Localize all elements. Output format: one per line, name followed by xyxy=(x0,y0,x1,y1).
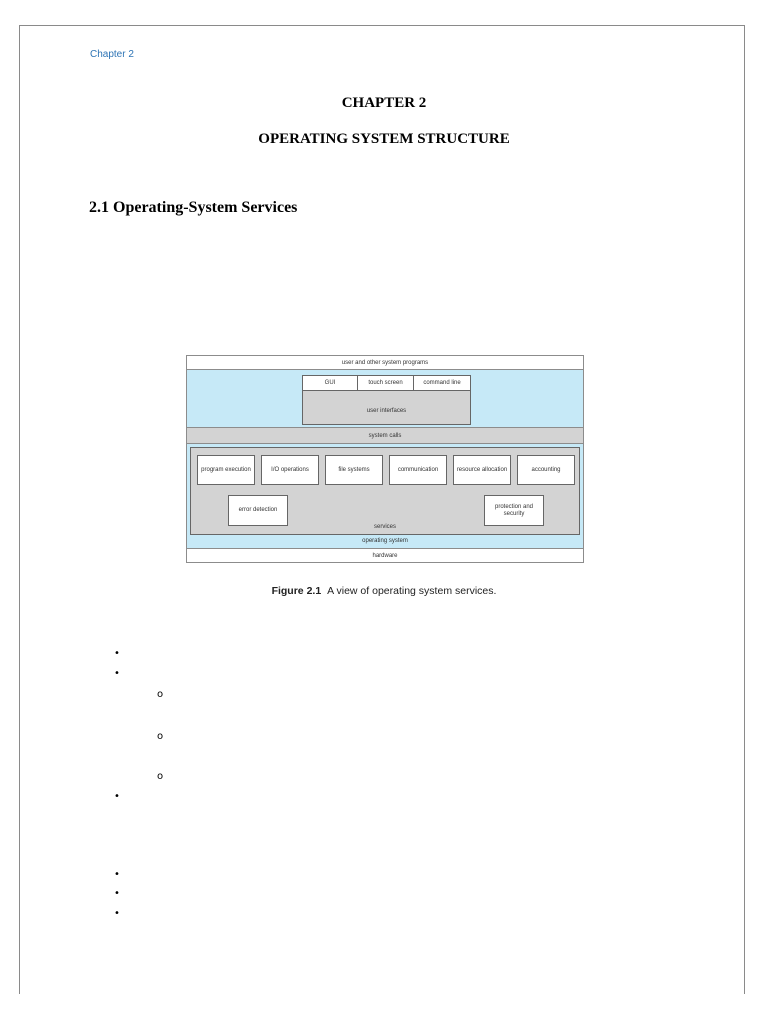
caption-text: A view of operating system services. xyxy=(327,585,497,597)
list-item: • xyxy=(114,648,120,659)
caption-number: Figure 2.1 xyxy=(271,585,322,597)
chapter-title: OPERATING SYSTEM STRUCTURE xyxy=(258,131,510,147)
hardware-band: hardware xyxy=(186,548,584,563)
user-programs-label: user and other system programs xyxy=(341,359,429,366)
hardware-label: hardware xyxy=(372,552,398,559)
ui-gui-box: GUI xyxy=(302,375,358,391)
user-programs-band: user and other system programs xyxy=(186,355,584,370)
system-calls-band: system calls xyxy=(186,427,584,444)
sub-list-item: o xyxy=(157,689,164,700)
list-item: • xyxy=(114,668,120,679)
running-header: Chapter 2 xyxy=(90,49,134,60)
list-item: • xyxy=(114,908,120,919)
list-item: • xyxy=(114,888,120,899)
page-frame xyxy=(19,25,745,994)
list-item: • xyxy=(114,791,120,802)
services-label: services xyxy=(373,524,396,531)
service-accounting: accounting xyxy=(517,455,575,485)
figure-caption: Figure 2.1 A view of operating system ser… xyxy=(0,585,768,597)
service-file-systems: file systems xyxy=(325,455,383,485)
os-label-band: operating system xyxy=(186,535,584,547)
service-error-detection: error detection xyxy=(228,495,288,526)
ui-command-line-box: command line xyxy=(413,375,471,391)
sub-list-item: o xyxy=(157,771,164,782)
services-box: services xyxy=(190,447,580,535)
figure-os-services: user and other system programs user inte… xyxy=(186,355,586,563)
sub-list-item: o xyxy=(157,731,164,742)
service-io-operations: I/O operations xyxy=(261,455,319,485)
ui-touch-screen-box: touch screen xyxy=(357,375,414,391)
service-resource-allocation: resource allocation xyxy=(453,455,511,485)
operating-system-label: operating system xyxy=(362,538,408,544)
service-program-execution: program execution xyxy=(197,455,255,485)
service-protection-security: protection and security xyxy=(484,495,544,526)
service-communication: communication xyxy=(389,455,447,485)
section-title: 2.1 Operating-System Services xyxy=(89,199,298,216)
user-interfaces-label: user interfaces xyxy=(366,408,407,415)
system-calls-label: system calls xyxy=(368,432,402,439)
list-item: • xyxy=(114,869,120,880)
chapter-number: CHAPTER 2 xyxy=(341,95,427,111)
